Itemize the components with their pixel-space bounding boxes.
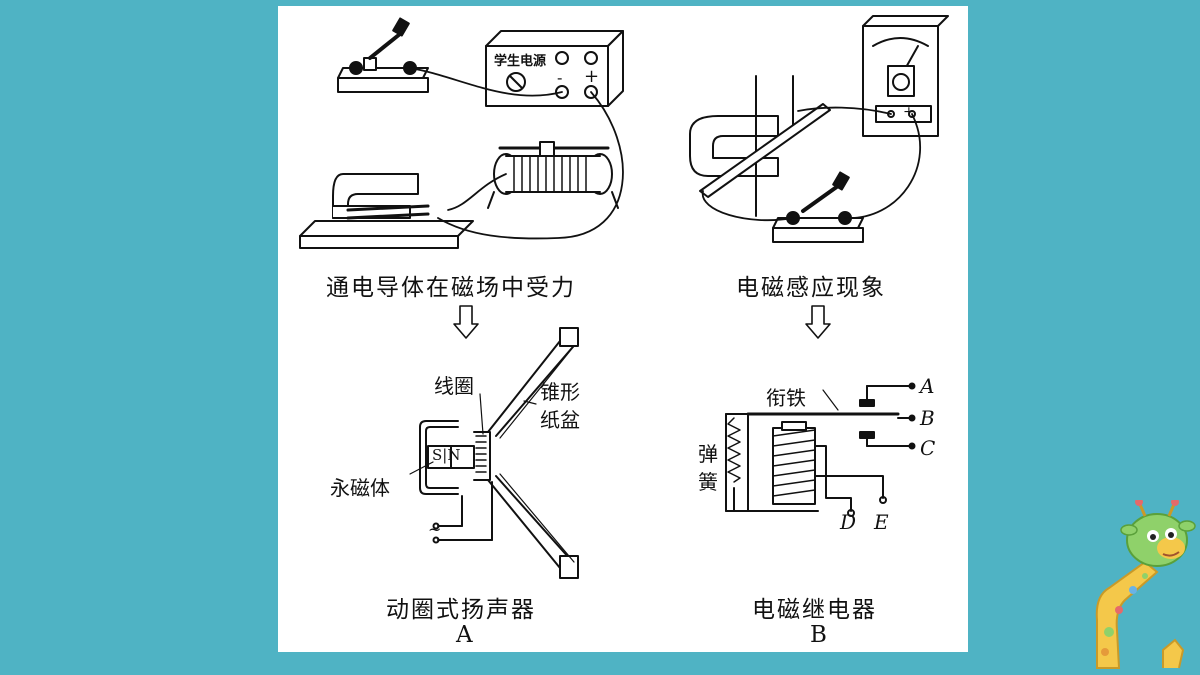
- armature-label: 衔铁: [766, 386, 806, 410]
- terminal-e-label: E: [874, 510, 889, 534]
- caption-induction: 电磁感应现象: [736, 275, 886, 301]
- terminal-d-label: D: [840, 510, 857, 534]
- cone-label-line2: 纸盆: [540, 408, 580, 432]
- figure-sheet: 学生电源 - + 通电导体在磁场中受力 线圈 锥形 纸盆 S|N 永磁体 ~ 动…: [278, 6, 968, 652]
- caption-conductor-force: 通电导体在磁场中受力: [326, 275, 576, 301]
- loudspeaker: [409, 327, 579, 579]
- power-supply-label: 学生电源: [494, 54, 547, 69]
- wires-a: [409, 67, 624, 240]
- cone-label-line1: 锥形: [540, 380, 580, 404]
- down-arrow-b: [805, 305, 831, 339]
- meter-minus-label: -: [882, 104, 887, 120]
- switch-b: [772, 171, 864, 243]
- diagram-drawing: [299, 15, 949, 579]
- down-arrow-a: [453, 305, 479, 339]
- terminal-a-label: A: [920, 374, 935, 398]
- power-plus-label: +: [584, 66, 600, 87]
- spring-label-line1: 弹: [698, 442, 718, 466]
- switch-a: [337, 17, 429, 93]
- u-magnet-a: [299, 173, 474, 249]
- ac-symbol: ~: [428, 520, 442, 539]
- terminal-c-label: C: [920, 436, 936, 460]
- student-power-supply: [485, 30, 624, 107]
- caption-relay: 电磁继电器: [752, 597, 877, 623]
- galvanometer: [862, 15, 949, 137]
- wires-b: [702, 106, 922, 222]
- option-letter-a: A: [456, 622, 473, 648]
- rheostat: [487, 141, 619, 209]
- caption-loudspeaker: 动圈式扬声器: [386, 597, 536, 623]
- coil-label: 线圈: [434, 374, 474, 398]
- giraffe-decoration-icon: [1095, 500, 1196, 669]
- magnet-poles-label: S|N: [432, 446, 461, 464]
- terminal-b-label: B: [920, 406, 935, 430]
- relay: [725, 382, 916, 517]
- meter-plus-label: +: [903, 104, 915, 120]
- permanent-magnet-label: 永磁体: [330, 476, 390, 500]
- conductor-rod-b: [699, 103, 831, 198]
- power-minus-label: -: [557, 68, 563, 87]
- option-letter-b: B: [810, 622, 827, 648]
- spring-label-line2: 簧: [698, 470, 718, 494]
